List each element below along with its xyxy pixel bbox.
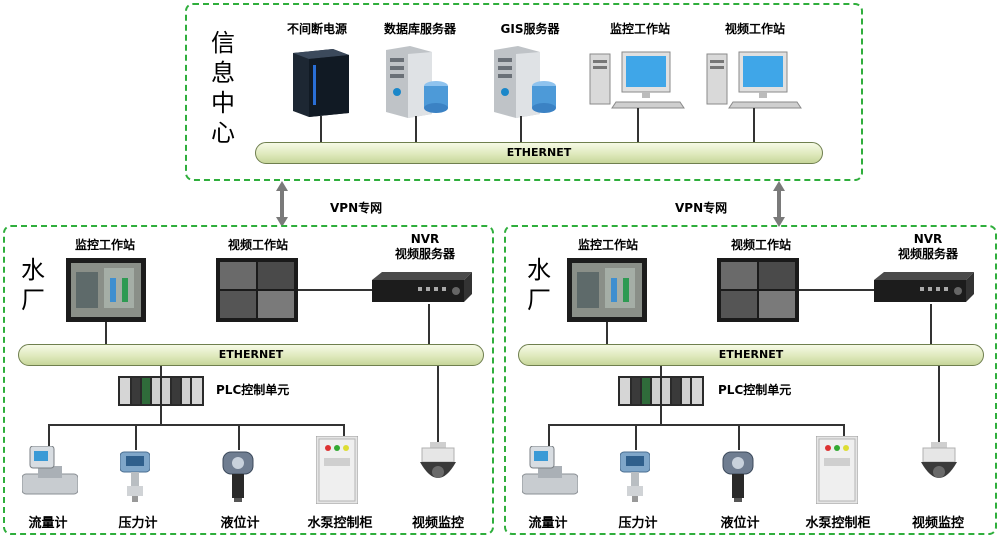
- connector-line: [105, 322, 107, 344]
- plant1-video-screen-icon: [216, 258, 298, 322]
- plant2-video-surveillance-label: 视频监控: [911, 516, 964, 531]
- plant2-plc-unit-icon: [618, 376, 704, 406]
- plant2-pump-cabinet-label: 水泵控制柜: [805, 516, 871, 531]
- plant2-pump-control-cabinet-icon: [816, 436, 858, 504]
- plant1-plc-label: PLC控制单元: [216, 383, 290, 397]
- plant1-pressure-gauge-icon: [120, 450, 150, 502]
- info-center-box: [185, 3, 863, 181]
- plant1-monitor-workstation-label: 监控工作站: [74, 238, 135, 252]
- plant2-flow-meter-label: 流量计: [528, 516, 568, 531]
- plant1-video-workstation-label: 视频工作站: [227, 238, 288, 252]
- gis-server-label: GIS服务器: [500, 22, 560, 36]
- connector-line: [238, 424, 240, 450]
- plant1-flow-meter-label: 流量计: [28, 516, 68, 531]
- connector-line: [660, 406, 662, 424]
- plant2-video-screen-icon: [717, 258, 799, 322]
- connector-line: [548, 424, 844, 426]
- plant1-monitor-screen-icon: [66, 258, 146, 322]
- plant1-level-meter-label: 液位计: [220, 516, 260, 531]
- plant2-level-meter-label: 液位计: [720, 516, 760, 531]
- ups-device-icon: [289, 45, 353, 117]
- plant1-level-meter-icon: [222, 450, 254, 502]
- connector-line: [930, 304, 932, 344]
- plant1-pump-cabinet-label: 水泵控制柜: [307, 516, 373, 531]
- plant2-pressure-gauge-label: 压力计: [618, 516, 658, 531]
- vpn-label-left: VPN专网: [330, 201, 383, 215]
- connector-line: [606, 322, 608, 344]
- vpn-link-arrow-right: [772, 181, 786, 227]
- water-plant-box-1: [3, 225, 494, 535]
- database-server-icon: [380, 44, 450, 118]
- monitor-workstation-icon: [588, 50, 688, 112]
- vpn-label-right: VPN专网: [675, 201, 728, 215]
- connector-line: [938, 366, 940, 444]
- connector-line: [428, 304, 430, 344]
- plant1-flow-meter-icon: [22, 446, 78, 502]
- connector-line: [637, 108, 639, 142]
- plant2-monitor-screen-icon: [567, 258, 647, 322]
- plant2-video-workstation-label: 视频工作站: [730, 238, 791, 252]
- plant1-ethernet-bus: ETHERNET: [18, 344, 484, 366]
- plant2-ethernet-bus: ETHERNET: [518, 344, 984, 366]
- plant2-level-meter-icon: [722, 450, 754, 502]
- plant1-video-surveillance-label: 视频监控: [411, 516, 464, 531]
- plant2-nvr-label: NVR 视频服务器: [897, 232, 958, 261]
- plant2-monitor-workstation-label: 监控工作站: [577, 238, 638, 252]
- connector-line: [635, 424, 637, 450]
- connector-line: [48, 424, 50, 448]
- connector-line: [437, 366, 439, 444]
- connector-line: [660, 366, 662, 376]
- connector-line: [799, 289, 875, 291]
- info-center-ethernet-bus: ETHERNET: [255, 142, 823, 164]
- plant1-video-camera-icon: [416, 442, 460, 492]
- plant2-plc-label: PLC控制单元: [718, 383, 792, 397]
- video-workstation-label: 视频工作站: [724, 22, 785, 36]
- info-center-title: 信 息 中 心: [211, 29, 235, 147]
- connector-line: [135, 424, 137, 450]
- connector-line: [343, 424, 345, 436]
- connector-line: [298, 289, 374, 291]
- plant2-video-camera-icon: [917, 442, 961, 492]
- connector-line: [520, 116, 522, 142]
- connector-line: [548, 424, 550, 448]
- plant1-pump-control-cabinet-icon: [316, 436, 358, 504]
- connector-line: [160, 406, 162, 424]
- plant2-pressure-gauge-icon: [620, 450, 650, 502]
- water-plant-title-2: 水 厂: [527, 256, 551, 314]
- ups-label: 不间断电源: [286, 22, 347, 36]
- ethernet-label: ETHERNET: [718, 348, 784, 361]
- db-server-label: 数据库服务器: [383, 22, 456, 36]
- connector-line: [738, 424, 740, 450]
- connector-line: [843, 424, 845, 436]
- plant2-nvr-icon: [874, 272, 974, 304]
- ethernet-label: ETHERNET: [506, 146, 572, 159]
- video-workstation-icon: [705, 50, 805, 112]
- water-plant-title-1: 水 厂: [21, 256, 45, 314]
- connector-line: [48, 424, 344, 426]
- connector-line: [415, 116, 417, 142]
- plant2-flow-meter-icon: [522, 446, 578, 502]
- water-plant-box-2: [504, 225, 997, 535]
- plant1-plc-unit-icon: [118, 376, 204, 406]
- gis-server-icon: [488, 44, 558, 118]
- connector-line: [320, 116, 322, 142]
- ethernet-label: ETHERNET: [218, 348, 284, 361]
- plant1-nvr-icon: [372, 272, 472, 304]
- plant1-pressure-gauge-label: 压力计: [118, 516, 158, 531]
- connector-line: [160, 366, 162, 376]
- connector-line: [753, 108, 755, 142]
- vpn-link-arrow-left: [275, 181, 289, 227]
- plant1-nvr-label: NVR 视频服务器: [394, 232, 455, 261]
- monitor-workstation-label: 监控工作站: [609, 22, 670, 36]
